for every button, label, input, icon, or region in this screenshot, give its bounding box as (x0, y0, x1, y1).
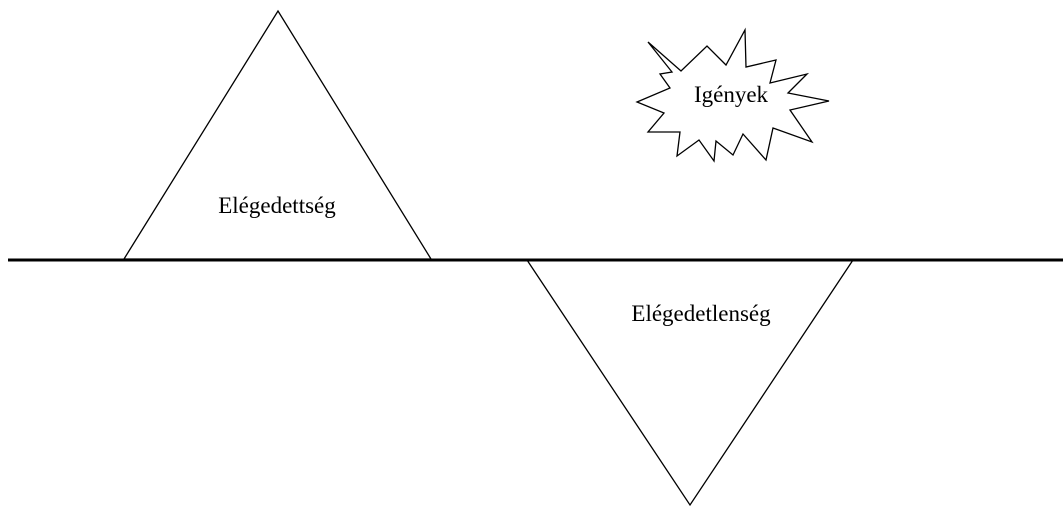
dissatisfaction-label: Elégedetlenség (631, 301, 771, 326)
satisfaction-triangle (122, 9, 433, 260)
needs-label: Igények (694, 82, 769, 107)
dissatisfaction-triangle (525, 259, 855, 507)
satisfaction-label: Elégedettség (218, 193, 336, 218)
needs-starburst (635, 27, 830, 163)
